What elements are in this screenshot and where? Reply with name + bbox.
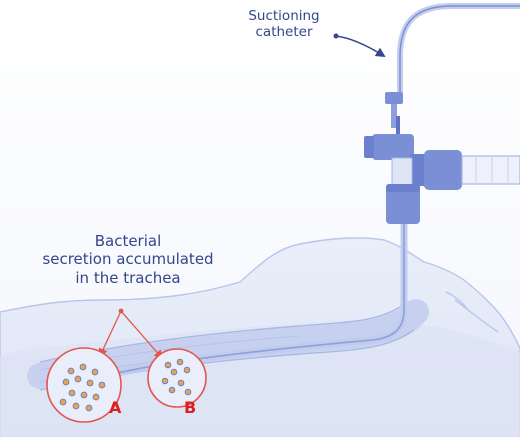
secretion-dot [177,379,185,387]
pointer-origin-dot [333,33,339,39]
secretion-dot [98,381,106,389]
marker-a: A [109,398,122,417]
secretion-dot [72,402,80,410]
trachea [27,299,429,389]
secretion-dot [91,368,99,376]
secretion-dot [92,393,100,401]
tube-connector-block [386,184,420,224]
secretion-label: Bacterial secretion accumulated in the t… [12,232,244,287]
catheter-label-line1: Suctioning [248,8,320,24]
catheter-tube-core [95,221,405,379]
secretion-dot [68,389,76,397]
secretion-dot [79,363,87,371]
secretion-dot [74,375,82,383]
tube-connector-rim [386,184,420,192]
secretion-dot [168,386,176,394]
secretion-dot [67,367,75,375]
secretion-dot [184,388,192,396]
side-port-cap [364,136,374,158]
secretion-label-line3: in the trachea [75,268,181,287]
secretion-dot [176,358,184,366]
marker-b: B [184,398,197,417]
connector-stem-dark [396,116,400,136]
secretion-label-line2: secretion accumulated [42,250,214,269]
secretion-dot [59,398,67,406]
connector-cap [385,92,403,104]
ventilator-hose [461,155,520,185]
pointer-to-b [120,310,164,360]
secretion-label-line1: Bacterial [94,232,162,250]
secretion-dot [85,404,93,412]
catheter-label-line2: catheter [255,24,313,41]
mouth-outline [445,291,469,311]
secretion-cluster-b [161,358,192,396]
pointer-to-a [98,310,122,358]
secretion-dot [62,378,70,386]
chin-outline [454,299,499,333]
secretion-dot [80,391,88,399]
secretion-dot [161,377,169,385]
ventilator-adapter [424,150,462,190]
secretion-dot [170,368,178,376]
suction-catheter-line-inner [399,5,520,93]
trachea-wall-upper [39,305,403,363]
secretion-dot [164,361,172,369]
side-port-block [372,134,414,160]
connector-stem [391,104,397,128]
connector-body [391,157,413,189]
catheter-pointer [335,35,386,58]
secretion-dot [86,379,94,387]
secretion-dot [183,366,191,374]
secretion-cluster-a [59,363,106,412]
zoom-circle-b [147,348,207,408]
catheter-label: Suctioning catheter [228,8,340,41]
